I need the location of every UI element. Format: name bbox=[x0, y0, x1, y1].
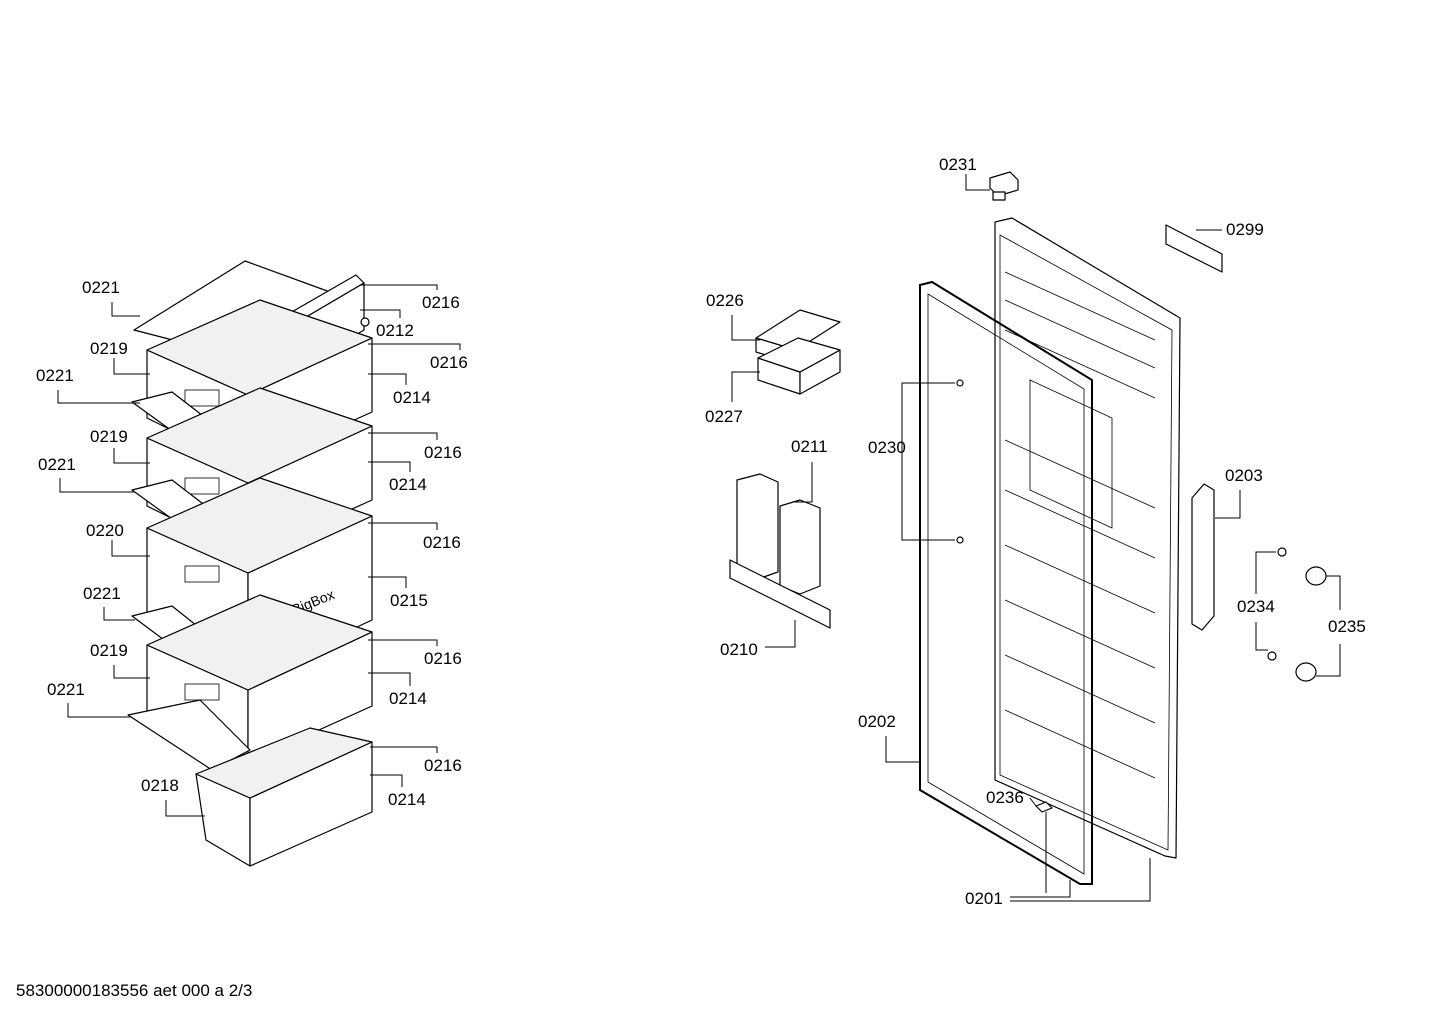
rating-label bbox=[1165, 224, 1223, 273]
label-0214: 0214 bbox=[388, 790, 426, 809]
cold-accumulator-2 bbox=[779, 499, 821, 595]
label-0214: 0214 bbox=[393, 388, 431, 407]
label-0201: 0201 bbox=[965, 889, 1003, 908]
door-assembly bbox=[885, 171, 1341, 902]
label-0212: 0212 bbox=[376, 321, 414, 340]
screw-handle-top bbox=[1277, 547, 1287, 557]
label-0219: 0219 bbox=[90, 641, 128, 660]
label-0203: 0203 bbox=[1225, 466, 1263, 485]
label-0214: 0214 bbox=[389, 475, 427, 494]
label-0221: 0221 bbox=[38, 455, 76, 474]
label-0235: 0235 bbox=[1328, 617, 1366, 636]
label-0215: 0215 bbox=[390, 591, 428, 610]
document-code: 58300000183556 aet 000 a 2/3 bbox=[16, 981, 253, 1000]
cold-accumulator-1 bbox=[736, 473, 779, 581]
label-0216: 0216 bbox=[424, 443, 462, 462]
door-gasket bbox=[919, 280, 1093, 885]
label-0211: 0211 bbox=[791, 437, 828, 456]
door-clip bbox=[1035, 801, 1053, 813]
label-0230: 0230 bbox=[868, 438, 906, 457]
label-0219: 0219 bbox=[90, 427, 128, 446]
drawer-bottom-top bbox=[195, 727, 373, 799]
drawer-assembly: BigBox bbox=[57, 260, 461, 867]
label-0221: 0221 bbox=[36, 366, 74, 385]
ice-box-top bbox=[757, 337, 841, 373]
door-panel bbox=[994, 217, 1181, 859]
label-0234: 0234 bbox=[1237, 597, 1275, 616]
screw-top bbox=[956, 379, 964, 387]
label-0221: 0221 bbox=[83, 584, 121, 603]
label-0216: 0216 bbox=[422, 293, 460, 312]
accumulator-holder bbox=[729, 559, 831, 629]
label-0219: 0219 bbox=[90, 339, 128, 358]
screw-bottom bbox=[956, 536, 964, 544]
label-0236: 0236 bbox=[986, 788, 1024, 807]
flap-clip bbox=[360, 317, 370, 327]
label-0226: 0226 bbox=[706, 291, 744, 310]
label-0216: 0216 bbox=[423, 533, 461, 552]
cover-cap-bottom bbox=[1295, 662, 1317, 682]
label-0216: 0216 bbox=[424, 649, 462, 668]
door-handle bbox=[1191, 483, 1215, 631]
drawer-3-top bbox=[146, 594, 373, 691]
label-0202: 0202 bbox=[858, 712, 896, 731]
label-0221: 0221 bbox=[82, 278, 120, 297]
drawer-2-top bbox=[146, 387, 373, 484]
label-0214: 0214 bbox=[389, 689, 427, 708]
hinge-cap bbox=[992, 191, 1006, 201]
label-0220: 0220 bbox=[86, 521, 124, 540]
label-0231: 0231 bbox=[939, 155, 977, 174]
drawer-1-top bbox=[146, 299, 373, 396]
label-0227: 0227 bbox=[705, 407, 743, 426]
label-0221: 0221 bbox=[47, 680, 85, 699]
label-0210: 0210 bbox=[720, 640, 758, 659]
label-0216: 0216 bbox=[424, 756, 462, 775]
label-0218: 0218 bbox=[141, 776, 179, 795]
label-0299: 0299 bbox=[1226, 220, 1264, 239]
cover-cap-top bbox=[1305, 566, 1327, 586]
hinge-cover bbox=[989, 171, 1019, 197]
part-labels: 0221 0216 0212 0219 0216 0221 0214 0219 … bbox=[36, 155, 1366, 908]
accessories bbox=[729, 309, 841, 648]
bigbox-top bbox=[146, 477, 373, 574]
label-0216: 0216 bbox=[430, 353, 468, 372]
screw-handle-bottom bbox=[1267, 651, 1277, 661]
door-inner-shelves bbox=[1004, 271, 1156, 779]
glass-shelf-5 bbox=[127, 699, 251, 771]
